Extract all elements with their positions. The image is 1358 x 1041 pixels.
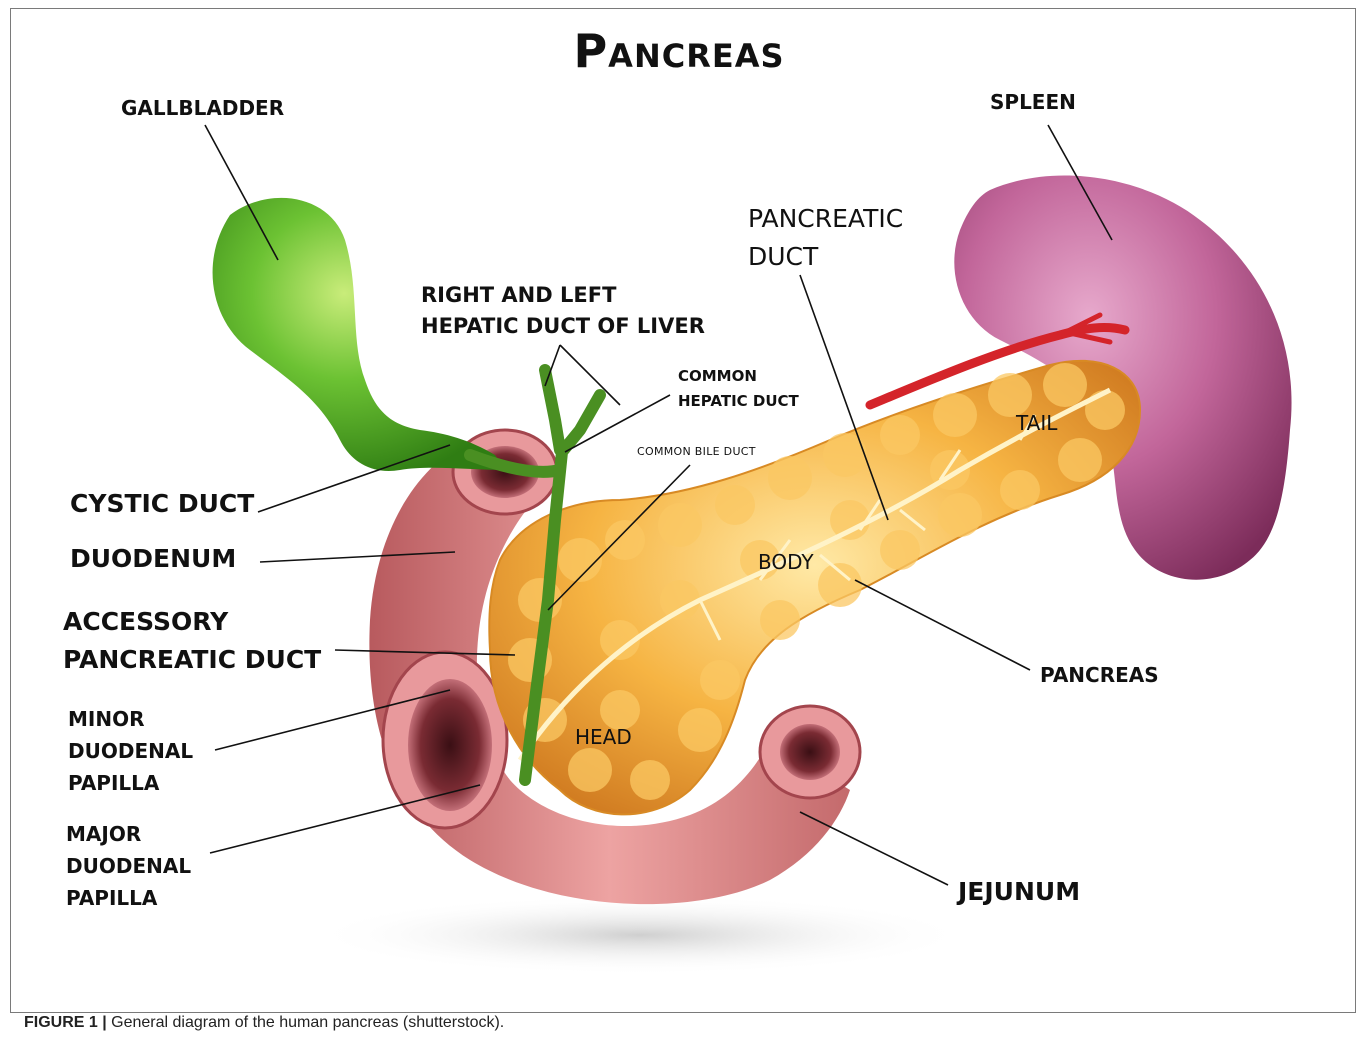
label-pancreas: PANCREAS bbox=[1040, 664, 1159, 687]
label-gallbladder: GALLBLADDER bbox=[121, 97, 284, 120]
label-common-bile-duct: COMMON BILE DUCT bbox=[637, 446, 756, 459]
label-minor-line3: PAPILLA bbox=[68, 772, 159, 795]
label-hepatic-duct-line2: HEPATIC DUCT OF LIVER bbox=[421, 314, 705, 338]
label-duodenum: DUODENUM bbox=[70, 545, 236, 574]
label-common-hepatic-line2: HEPATIC DUCT bbox=[678, 393, 799, 410]
label-major-line2: DUODENAL bbox=[66, 855, 191, 878]
label-pancreatic-duct-line1: PANCREATIC bbox=[748, 205, 903, 234]
caption-figure-label: FIGURE 1 | bbox=[24, 1014, 107, 1031]
label-tail: TAIL bbox=[1016, 412, 1057, 435]
label-cystic-duct: CYSTIC DUCT bbox=[70, 490, 254, 519]
caption-text: General diagram of the human pancreas (s… bbox=[107, 1014, 505, 1031]
label-body: BODY bbox=[758, 551, 814, 574]
label-minor-line1: MINOR bbox=[68, 708, 144, 731]
label-common-hepatic-line1: COMMON bbox=[678, 368, 757, 385]
label-accessory-line1: ACCESSORY bbox=[63, 608, 228, 637]
label-minor-line2: DUODENAL bbox=[68, 740, 193, 763]
label-major-line1: MAJOR bbox=[66, 823, 141, 846]
ground-shadow bbox=[310, 895, 970, 975]
label-head: HEAD bbox=[575, 726, 632, 749]
label-hepatic-duct-line1: RIGHT AND LEFT bbox=[421, 283, 616, 307]
label-spleen: SPLEEN bbox=[990, 91, 1076, 114]
label-accessory-line2: PANCREATIC DUCT bbox=[63, 646, 321, 675]
label-jejunum: JEJUNUM bbox=[958, 878, 1080, 907]
figure-caption: FIGURE 1 | General diagram of the human … bbox=[24, 1014, 504, 1032]
diagram-title: Pancreas bbox=[0, 24, 1358, 78]
label-pancreatic-duct-line2: DUCT bbox=[748, 243, 818, 272]
label-major-line3: PAPILLA bbox=[66, 887, 157, 910]
